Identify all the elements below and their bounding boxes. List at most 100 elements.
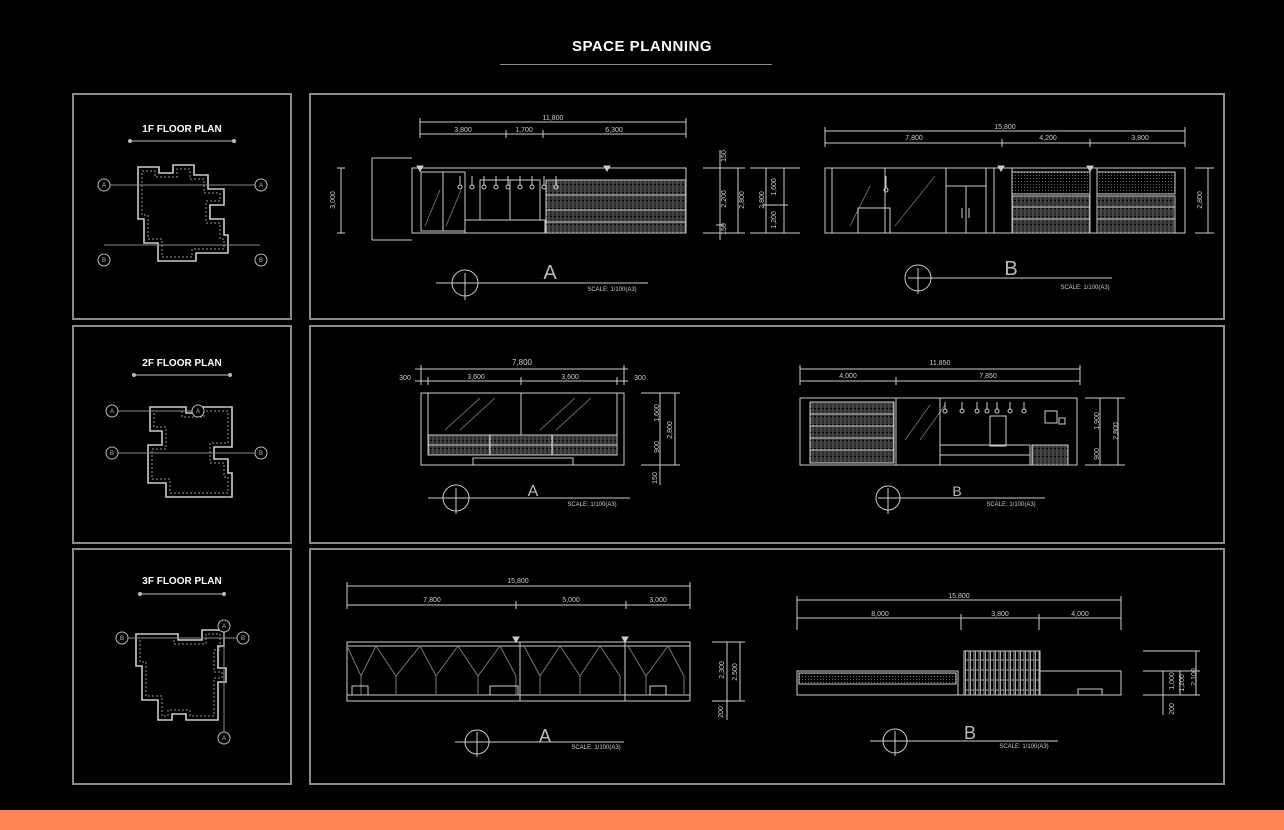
- dimension-label: 2,800: [759, 191, 766, 209]
- dimension-label: 1,900: [1094, 412, 1101, 430]
- marker-label: A: [222, 624, 226, 630]
- dimension-label: 1,700: [515, 127, 533, 134]
- dimension-label: 200: [718, 706, 725, 718]
- elevation-panel-1f: [309, 93, 1225, 320]
- dimension-label: 3,600: [561, 374, 579, 381]
- dimension-label: 1,200: [771, 211, 778, 229]
- dimension-label: 15,800: [507, 578, 529, 585]
- dimension-label: 1,200: [1179, 674, 1186, 692]
- floor-plan-drawing-3f: B B A A: [115, 592, 250, 745]
- dimension-label: 11,850: [930, 360, 951, 367]
- dimension-label: 200: [1169, 703, 1176, 715]
- elevation-drawings: 11,800 3,800 1,700 6,300 3,000 150 2,200…: [330, 115, 1214, 757]
- dimension-label: 3,800: [991, 611, 1009, 618]
- section-marker: [97, 253, 111, 267]
- dimension-label: 150: [721, 223, 728, 235]
- marker-label: B: [120, 636, 124, 642]
- dimension-label: 900: [1094, 448, 1101, 460]
- dimension-label: 11,800: [543, 115, 564, 122]
- dimension-label: 2,800: [739, 191, 746, 209]
- dimension-label: 1,600: [654, 404, 661, 422]
- dimension-label: 2,500: [732, 663, 739, 681]
- dimension-label: 300: [634, 375, 646, 382]
- dimension-label: 3,600: [467, 374, 485, 381]
- elevation-3f-a: [346, 582, 745, 757]
- marker-label: A: [110, 409, 114, 415]
- section-marker: [97, 178, 111, 192]
- scale-label: SCALE: 1/100(A3): [571, 745, 620, 751]
- page-title: SPACE PLANNING: [571, 38, 713, 55]
- marker-label: A: [196, 409, 200, 415]
- marker-label: A: [259, 183, 263, 189]
- dimension-label: 7,800: [512, 358, 533, 367]
- dimension-label: 2,800: [1197, 191, 1204, 209]
- elevation-2f-b: [799, 365, 1125, 514]
- floor-plan-panel-3f: 3F FLOOR PLAN B B A A: [72, 548, 292, 785]
- dimension-label: 3,800: [1131, 135, 1149, 142]
- marker-label: B: [110, 451, 114, 457]
- marker-label: B: [102, 258, 106, 264]
- dimension-label: 2,300: [719, 661, 726, 679]
- marker-label: A: [222, 736, 226, 742]
- section-marker: [217, 619, 231, 633]
- marker-label: B: [259, 258, 263, 264]
- dimension-label: 7,800: [423, 597, 441, 604]
- dimension-label: 4,200: [1039, 135, 1057, 142]
- dimension-label: 2,200: [721, 190, 728, 208]
- footer-accent-bar: [0, 810, 1284, 830]
- dimension-label: 15,800: [948, 593, 970, 600]
- title-underline: [500, 64, 772, 65]
- dimension-label: 6,300: [605, 127, 623, 134]
- dimension-label: 4,000: [1071, 611, 1089, 618]
- dimension-label: 300: [399, 375, 411, 382]
- marker-label: B: [241, 636, 245, 642]
- elevation-panel-2f: [309, 325, 1225, 544]
- dimension-label: 1,000: [1169, 672, 1176, 690]
- section-marker: [254, 178, 268, 192]
- floor-plan-label: 2F FLOOR PLAN: [142, 358, 222, 369]
- scale-label: SCALE: 1/100(A3): [1060, 285, 1109, 291]
- dimension-label: 3,800: [454, 127, 472, 134]
- elevation-3f-b: [796, 596, 1200, 756]
- scale-label: SCALE: 1/100(A3): [999, 744, 1048, 750]
- marker-label: B: [259, 451, 263, 457]
- section-marker: [254, 446, 268, 460]
- dimension-label: 3,000: [649, 597, 667, 604]
- elevation-letter: B: [1004, 258, 1017, 280]
- section-marker: [191, 404, 205, 418]
- floor-plan-label: 3F FLOOR PLAN: [142, 576, 222, 587]
- section-marker: [217, 731, 231, 745]
- floor-plan-panel-2f: 2F FLOOR PLAN A A B B: [72, 325, 292, 544]
- dimension-label: 15,800: [994, 124, 1016, 131]
- elevation-1f-a: [337, 118, 800, 300]
- floor-plan-drawing-2f: A A B B: [105, 373, 268, 498]
- dimension-label: 150: [721, 150, 728, 162]
- elevation-letter: A: [539, 726, 551, 746]
- section-marker: [254, 253, 268, 267]
- scale-label: SCALE: 1/100(A3): [587, 287, 636, 293]
- dimension-label: 900: [654, 441, 661, 453]
- elevation-1f-b: [824, 127, 1214, 294]
- dimension-label: 4,000: [839, 373, 857, 380]
- elevation-letter: B: [964, 723, 976, 743]
- elevation-letter: A: [528, 483, 539, 500]
- elevation-letter: B: [952, 483, 961, 499]
- dimension-label: 5,000: [562, 597, 580, 604]
- floor-plan-panel-1f: 1F FLOOR PLAN A A B B: [72, 93, 292, 320]
- section-marker: [236, 631, 250, 645]
- dimension-label: 7,850: [979, 373, 997, 380]
- dimension-label: 2,800: [667, 421, 674, 439]
- dimension-label: 8,000: [871, 611, 889, 618]
- scale-label: SCALE: 1/100(A3): [567, 502, 616, 508]
- dimension-label: 150: [652, 472, 659, 484]
- floor-plan-label: 1F FLOOR PLAN: [142, 124, 222, 135]
- scale-label: SCALE: 1/100(A3): [986, 502, 1035, 508]
- section-marker: [115, 631, 129, 645]
- marker-label: A: [102, 183, 106, 189]
- dimension-label: 7,800: [905, 135, 923, 142]
- elevation-letter: A: [543, 262, 557, 284]
- elevation-panel-3f: [309, 548, 1225, 785]
- dimension-label: 1,600: [771, 178, 778, 196]
- dimension-label: 2,800: [1113, 422, 1120, 440]
- section-marker: [105, 404, 119, 418]
